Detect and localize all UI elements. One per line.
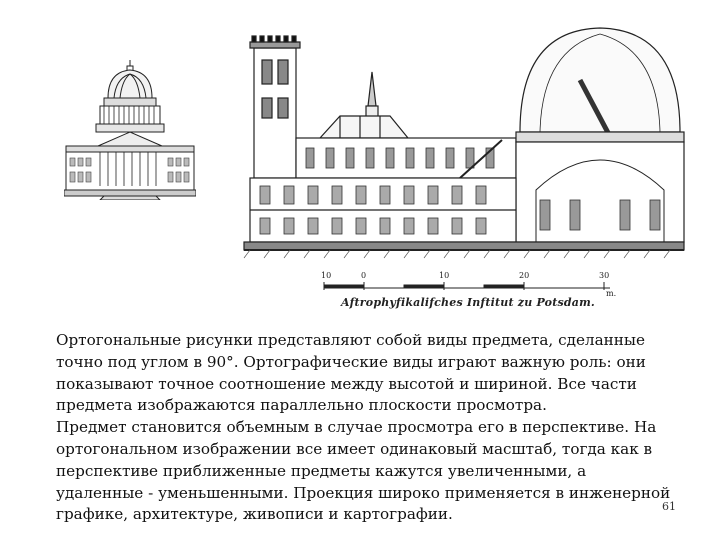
scale-tick-label: 20 [519,271,529,280]
scale-bar: 10 0 10 20 30 m. [321,271,616,298]
body-text: Ортогональные рисунки представляют собой… [56,330,676,526]
scale-tick-label: 10 [321,271,331,280]
scale-tick-label: 0 [361,271,366,280]
scale-tick-label: 10 [439,271,449,280]
paragraph: Ортогональные рисунки представляют собой… [56,331,646,415]
illustration-caption: Aftrophyfikalifches Inftitut zu Potsdam. [341,296,595,309]
paragraph: Предмет становится объемным в случае про… [56,418,671,524]
page-number: 61 [662,500,676,513]
scale-unit: m. [606,289,616,298]
capitol-elevation-illustration [64,60,196,200]
institute-cross-section-illustration [243,27,685,259]
scale-tick-label: 30 [599,271,609,280]
